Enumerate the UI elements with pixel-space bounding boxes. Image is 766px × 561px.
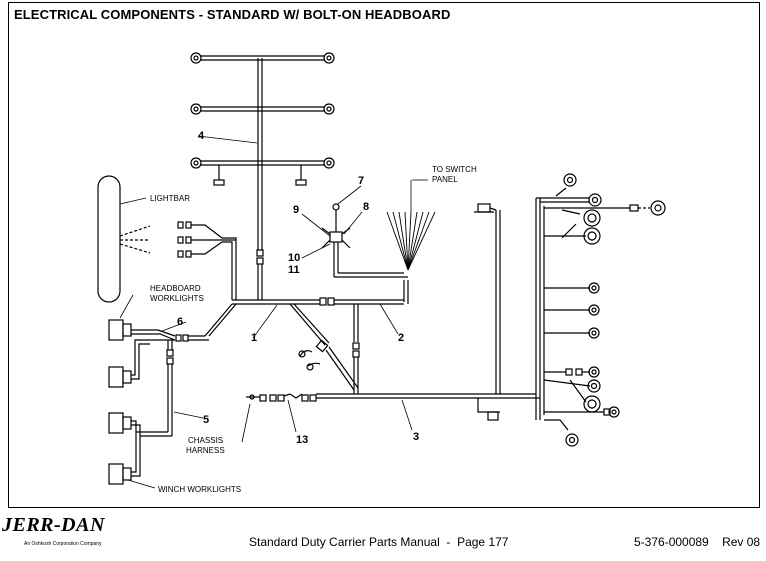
- callout-9: 9: [293, 204, 299, 216]
- chassis-harness-label-2: HARNESS: [186, 446, 225, 455]
- winch-worklights-label: WINCH WORKLIGHTS: [158, 485, 241, 494]
- headboard-worklights: [108, 294, 209, 388]
- callout-1: 1: [251, 332, 257, 344]
- winch-worklights: [108, 340, 204, 489]
- to-switch-panel-label-1: TO SWITCH: [432, 165, 477, 174]
- lightbar: [97, 175, 237, 303]
- callout-6: 6: [177, 316, 183, 328]
- logo-tagline: An Oshkosh Corporation Company: [24, 541, 102, 547]
- callout-2: 2: [398, 332, 404, 344]
- harness-4: [190, 52, 335, 300]
- to-switch-panel-label-2: PANEL: [432, 175, 458, 184]
- headboard-worklights-label-1: HEADBOARD: [150, 284, 201, 293]
- jerr-dan-logo: JERR-DAN: [2, 514, 105, 536]
- manual-page-label: Standard Duty Carrier Parts Manual - Pag…: [249, 535, 509, 549]
- callout-3: 3: [413, 431, 419, 443]
- page-title: ELECTRICAL COMPONENTS - STANDARD W/ BOLT…: [14, 7, 451, 22]
- callout-7: 7: [358, 175, 364, 187]
- harness-2: [298, 303, 399, 394]
- chassis-harness-label-1: CHASSIS: [188, 436, 223, 445]
- callout-5: 5: [203, 414, 209, 426]
- callout-4: 4: [198, 130, 205, 142]
- callout-11: 11: [288, 264, 300, 276]
- harness-3: [241, 203, 540, 443]
- callout-10: 10: [288, 252, 300, 264]
- callout-8: 8: [363, 201, 369, 213]
- switch-panel-harness: [301, 179, 436, 278]
- diagram-frame: [8, 2, 760, 508]
- headboard-worklights-label-2: WORKLIGHTS: [150, 294, 204, 303]
- lightbar-label: LIGHTBAR: [150, 194, 190, 203]
- harness-1: [204, 280, 409, 346]
- callout-13: 13: [296, 434, 308, 446]
- rear-harness: [535, 173, 666, 447]
- document-number: 5-376-000089 Rev 08: [634, 535, 761, 549]
